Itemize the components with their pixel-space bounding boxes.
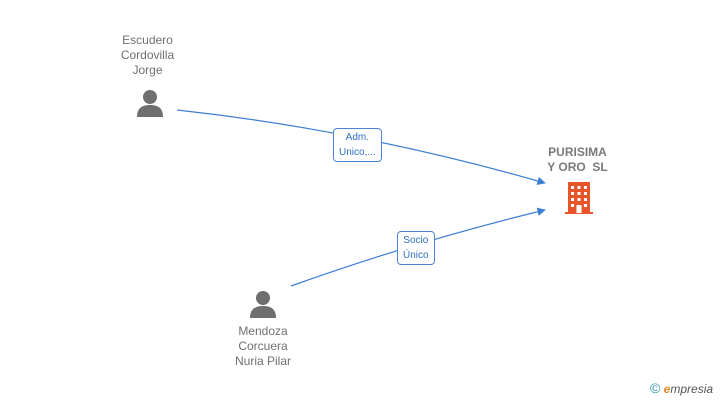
brand-rest: mpresia: [670, 382, 714, 396]
edge-label-socio-unico[interactable]: Socio Único: [397, 231, 435, 265]
edge-label-adm-line1: Adm.: [345, 132, 370, 143]
person-mendoza-label[interactable]: Mendoza Corcuera Nuria Pilar: [213, 324, 313, 369]
building-icon[interactable]: [563, 180, 595, 216]
person-escudero-line3: Jorge: [132, 63, 163, 77]
person-icon[interactable]: [136, 88, 164, 118]
person-escudero-line2: Cordovilla: [120, 48, 175, 62]
person-mendoza-line1: Mendoza: [238, 324, 288, 338]
empresia-watermark: © empresia: [650, 380, 713, 396]
copyright-icon: ©: [650, 380, 661, 396]
brand-name: empresia: [664, 382, 713, 396]
person-escudero-line1: Escudero: [122, 33, 173, 47]
company-label-line1: PURISIMA: [548, 145, 607, 159]
company-purisima-label[interactable]: PURISIMA Y ORO SL: [530, 145, 625, 175]
company-label-line2: Y ORO SL: [547, 160, 608, 174]
person-icon[interactable]: [249, 289, 277, 319]
edge-label-adm-unico[interactable]: Adm. Unico,...: [333, 128, 382, 162]
person-mendoza-line2: Corcuera: [238, 339, 288, 353]
edge-label-adm-line2: Unico,...: [339, 147, 376, 158]
person-mendoza-line3: Nuria Pilar: [234, 354, 291, 368]
person-escudero-label[interactable]: Escudero Cordovilla Jorge: [100, 33, 195, 78]
brand-initial: e: [663, 382, 671, 396]
edge-label-socio-line2: Único: [403, 250, 429, 261]
edge-label-socio-line1: Socio: [403, 235, 429, 246]
